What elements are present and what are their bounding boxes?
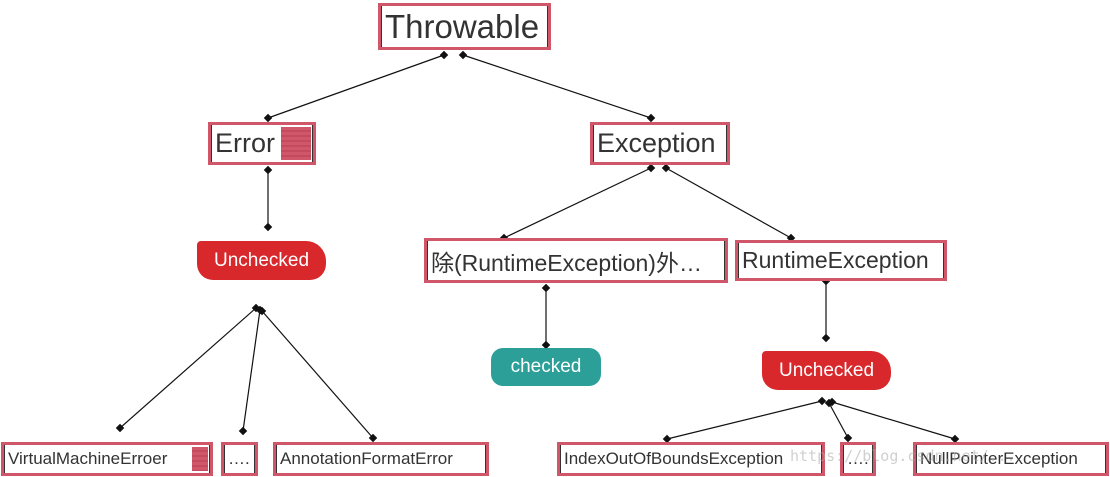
error-label: Error [215, 128, 275, 158]
exception-label: Exception [597, 128, 716, 158]
edge-throwable-error [267, 54, 445, 119]
null-pointer-node[interactable]: NullPointerException [913, 442, 1109, 476]
null-pointer-label: NullPointerException [920, 449, 1078, 468]
edge-runtime-unchecked-end-marker [821, 333, 831, 343]
error-node[interactable]: Error [208, 122, 316, 165]
throwable-label: Throwable [385, 7, 540, 45]
runtime-unchecked-tag[interactable]: Unchecked [762, 351, 891, 390]
edge-throwable-exception-start-marker [458, 50, 468, 60]
error-unchecked-label: Unchecked [213, 249, 310, 271]
runtime-ellipsis-node[interactable]: …. [840, 442, 876, 476]
edge-runtime-ellipsis-end-marker [843, 433, 853, 443]
edge-runtime-indexoob-start-marker [817, 396, 827, 406]
edge-throwable-exception [462, 54, 652, 119]
edge-exception-nonruntime-start-marker [646, 163, 656, 173]
edge-unchecked-ellipsis [242, 309, 261, 432]
index-out-of-bounds-node[interactable]: IndexOutOfBoundsException [557, 442, 825, 476]
edge-unchecked-annotation-end-marker [368, 433, 378, 443]
edge-unchecked-vmerror [119, 307, 257, 429]
edge-exception-runtime-start-marker [661, 163, 671, 173]
checked-label: checked [510, 356, 582, 377]
runtime-exception-label: RuntimeException [742, 247, 929, 273]
edge-exception-nonruntime [503, 167, 652, 239]
edge-nonruntime-checked-start-marker [541, 283, 551, 293]
edge-runtime-indexoob-end-marker [662, 434, 672, 444]
annotation-format-error-label: AnnotationFormatError [280, 449, 453, 468]
edge-error-unchecked-start-marker [263, 165, 273, 175]
edge-unchecked-annotation [261, 310, 374, 439]
edge-throwable-error-end-marker [263, 113, 273, 123]
edge-runtime-nullpointer [831, 401, 956, 440]
edge-exception-runtime [665, 167, 792, 239]
virtual-machine-error-label: VirtualMachineErroer [8, 449, 168, 468]
edge-runtime-nullpointer-start-marker [827, 397, 837, 407]
edge-runtime-indexoob [666, 400, 823, 440]
edge-throwable-error-start-marker [439, 50, 449, 60]
edge-throwable-exception-end-marker [646, 113, 656, 123]
error-ellipsis-node[interactable]: …. [221, 442, 258, 476]
error-unchecked-tag[interactable]: Unchecked [197, 241, 326, 280]
runtime-exception-node[interactable]: RuntimeException [735, 240, 947, 281]
edge-nonruntime-checked-end-marker [541, 340, 551, 350]
error-ellipsis-label: …. [228, 449, 250, 468]
index-out-of-bounds-label: IndexOutOfBoundsException [564, 449, 784, 468]
edge-runtime-ellipsis [828, 402, 849, 439]
non-runtime-exception-label: 除(RuntimeException)外… [431, 249, 702, 276]
edge-error-unchecked-end-marker [263, 222, 273, 232]
virtual-machine-error-node[interactable]: VirtualMachineErroer [1, 442, 213, 476]
throwable-node[interactable]: Throwable [378, 3, 551, 50]
exception-node[interactable]: Exception [590, 122, 730, 165]
error-fill-block [281, 127, 311, 160]
checked-tag[interactable]: checked [491, 348, 601, 386]
edge-runtime-nullpointer-end-marker [950, 434, 960, 444]
runtime-unchecked-label: Unchecked [778, 359, 875, 381]
runtime-ellipsis-label: …. [847, 449, 869, 468]
edge-unchecked-ellipsis-end-marker [238, 426, 248, 436]
virtual-machine-error-fill-block [192, 447, 208, 471]
edge-unchecked-annotation-start-marker [257, 306, 267, 316]
watermark-text: https://blog.csdn.net/... [790, 447, 1016, 465]
edge-unchecked-vmerror-end-marker [115, 423, 125, 433]
annotation-format-error-node[interactable]: AnnotationFormatError [273, 442, 489, 476]
non-runtime-exception-node[interactable]: 除(RuntimeException)外… [424, 238, 728, 283]
